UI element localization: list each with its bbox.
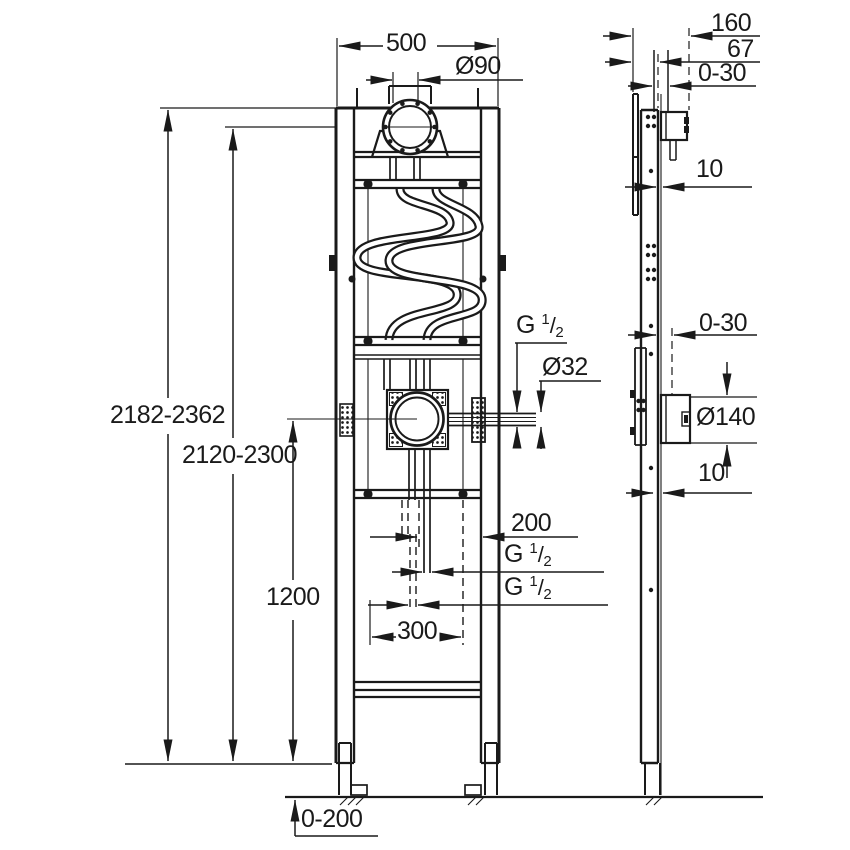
dim-frame-height-label: 2120-2300: [182, 441, 298, 469]
dim-foot-adjustment-label: 0-200: [301, 805, 363, 833]
front-view-dimensions: [125, 38, 608, 837]
dim-width-top-label: 500: [386, 29, 427, 57]
dim-wall-gap-bottom-label: 10: [698, 459, 725, 487]
side-rail-holes: [636, 114, 657, 593]
dim-wall-adjust-top-label: 0-30: [698, 59, 747, 87]
side-view-frame: [630, 50, 692, 795]
dim-thread-lower-label: G 1/2: [504, 573, 552, 603]
dim-wall-adjust-mid-label: 0-30: [699, 309, 748, 337]
front-view-frame: [285, 85, 763, 806]
dim-pipe-diameter-label: Ø32: [542, 353, 588, 381]
dim-depth-rail-label: 67: [727, 35, 754, 63]
dim-depth-total-label: 160: [711, 9, 752, 37]
flex-hose-serpentine: [352, 187, 487, 341]
dim-mixer-box-diameter-label: Ø140: [696, 403, 756, 431]
dim-connection-spacing-label: 300: [397, 617, 438, 645]
dim-overall-height-label: 2182-2362: [110, 401, 226, 429]
dim-mixer-height-label: 1200: [266, 583, 320, 611]
side-view-dimensions: [603, 28, 760, 498]
dim-thread-upper-label: G 1/2: [516, 311, 564, 341]
dim-wall-gap-top-label: 10: [696, 155, 723, 183]
dim-thread-mid-label: G 1/2: [504, 540, 552, 570]
dim-spout-diameter-label: Ø90: [455, 52, 501, 80]
dim-side-offset-label: 200: [511, 509, 552, 537]
